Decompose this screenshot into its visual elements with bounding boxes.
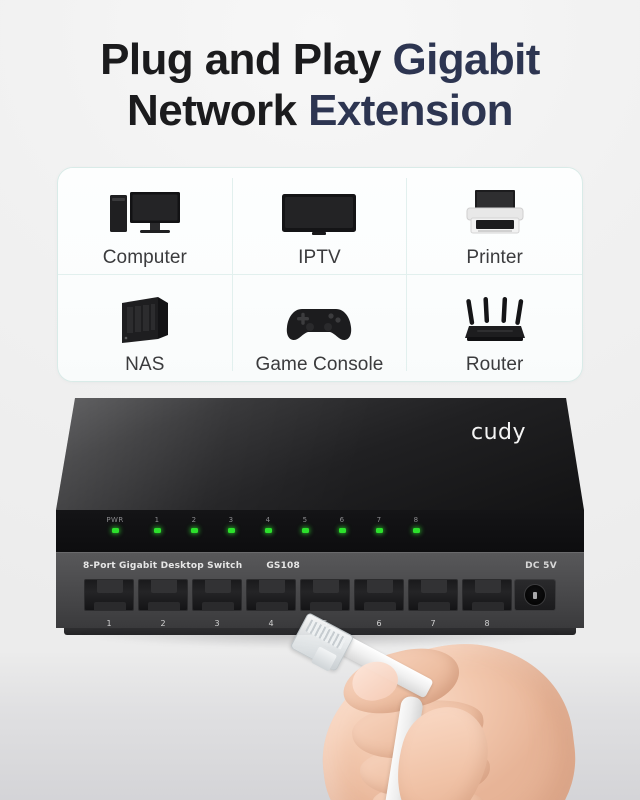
hand-holding-cable-photo: [0, 610, 640, 800]
led-dot-2: [190, 528, 198, 533]
network-switch-product: cudy PWR 1 2 3 4 5: [56, 398, 584, 648]
rj45-port-number-2: 2: [160, 619, 166, 628]
rj45-port-number-3: 3: [214, 619, 220, 628]
switch-front-label-group: 8-Port Gigabit Desktop Switch GS108: [83, 561, 300, 571]
led-indicator-1: 1: [147, 516, 167, 533]
switch-product-name: 8-Port Gigabit Desktop Switch: [83, 561, 243, 571]
led-dot-6: [338, 528, 346, 533]
led-dot-3: [227, 528, 235, 533]
device-label-nas: NAS: [125, 353, 165, 375]
headline-line-2-dark: Network: [127, 86, 309, 136]
led-dot-pwr: [111, 528, 119, 533]
television-icon: [280, 182, 358, 238]
headline-line-2: Network Extension: [0, 85, 640, 136]
led-label-pwr: PWR: [106, 516, 124, 524]
headline-line-1: Plug and Play Gigabit: [0, 34, 640, 85]
device-label-game-console: Game Console: [255, 353, 384, 375]
led-dot-5: [301, 528, 309, 533]
led-label-6: 6: [339, 516, 345, 524]
rj45-jack-1: [84, 579, 134, 611]
rj45-jack-8: [462, 579, 512, 611]
nas-storage-icon: [118, 289, 172, 345]
led-dot-4: [264, 528, 272, 533]
device-cell-nas: NAS: [58, 274, 233, 381]
device-label-computer: Computer: [102, 247, 187, 268]
device-grid: Computer IPTV: [58, 168, 582, 381]
rj45-jack-3: [192, 579, 242, 611]
led-indicator-7: 7: [369, 516, 389, 533]
led-dot-8: [412, 528, 420, 533]
led-dot-1: [153, 528, 161, 533]
rj45-port-6[interactable]: 6: [354, 579, 404, 628]
rj45-port-2[interactable]: 2: [138, 579, 188, 628]
led-indicator-pwr: PWR: [100, 516, 130, 533]
device-label-iptv: IPTV: [298, 247, 341, 268]
rj45-jack-6: [354, 579, 404, 611]
led-label-8: 8: [413, 516, 419, 524]
rj45-port-1[interactable]: 1: [84, 579, 134, 628]
device-cell-router: Router: [407, 275, 582, 382]
led-indicator-row: PWR 1 2 3 4 5: [100, 516, 426, 533]
switch-led-band: PWR 1 2 3 4 5: [56, 510, 584, 552]
rj45-port-4[interactable]: 4: [246, 579, 296, 628]
rj45-port-number-6: 6: [376, 619, 382, 628]
led-indicator-2: 2: [184, 516, 204, 533]
headline-line-1-dark: Plug and Play: [100, 35, 393, 84]
rj45-port-7[interactable]: 7: [408, 579, 458, 628]
led-indicator-8: 8: [406, 516, 426, 533]
headline-line-1-accent: Gigabit: [392, 35, 540, 84]
device-label-printer: Printer: [466, 247, 523, 268]
rj45-port-row: 1 2 3 4 5 6 7: [84, 579, 512, 628]
rj45-port-number-8: 8: [484, 619, 490, 628]
led-label-1: 1: [154, 516, 160, 524]
cudy-brand-logo: cudy: [470, 420, 526, 445]
page-headline: Plug and Play Gigabit Network Extension: [0, 34, 640, 136]
rj45-port-8[interactable]: 8: [462, 579, 512, 628]
dc-jack-pin: [533, 591, 537, 599]
compatible-devices-card: Computer IPTV: [57, 167, 583, 382]
led-indicator-4: 4: [258, 516, 278, 533]
device-cell-iptv: IPTV: [232, 168, 408, 275]
switch-top-sheen: [56, 398, 584, 510]
headline-line-2-accent: Extension: [308, 86, 513, 136]
device-label-router: Router: [465, 353, 524, 375]
rj45-port-3[interactable]: 3: [192, 579, 242, 628]
device-cell-computer: Computer: [58, 168, 233, 275]
led-indicator-6: 6: [332, 516, 352, 533]
game-controller-icon: [284, 289, 354, 345]
dc-power-label: DC 5V: [525, 561, 557, 571]
led-label-2: 2: [191, 516, 197, 524]
led-label-7: 7: [376, 516, 382, 524]
wifi-router-icon: [459, 289, 531, 345]
printer-icon: [463, 182, 527, 238]
led-label-3: 3: [228, 516, 234, 524]
rj45-port-number-7: 7: [430, 619, 436, 628]
led-dot-7: [375, 528, 383, 533]
dc-jack-barrel: [524, 584, 546, 606]
rj45-jack-4: [246, 579, 296, 611]
device-cell-game-console: Game Console: [233, 274, 408, 381]
device-cell-printer: Printer: [407, 168, 582, 275]
desktop-computer-icon: [108, 182, 182, 238]
led-label-4: 4: [265, 516, 271, 524]
dc-power-jack[interactable]: [514, 579, 556, 611]
led-label-5: 5: [302, 516, 308, 524]
led-indicator-3: 3: [221, 516, 241, 533]
rj45-jack-7: [408, 579, 458, 611]
led-indicator-5: 5: [295, 516, 315, 533]
rj45-jack-2: [138, 579, 188, 611]
rj45-jack-5: [300, 579, 350, 611]
switch-model-number: GS108: [266, 561, 300, 571]
rj45-port-number-1: 1: [106, 619, 112, 628]
switch-top-surface: [56, 398, 584, 510]
switch-front-panel: 8-Port Gigabit Desktop Switch GS108 DC 5…: [56, 552, 584, 628]
rj45-port-number-4: 4: [268, 619, 274, 628]
